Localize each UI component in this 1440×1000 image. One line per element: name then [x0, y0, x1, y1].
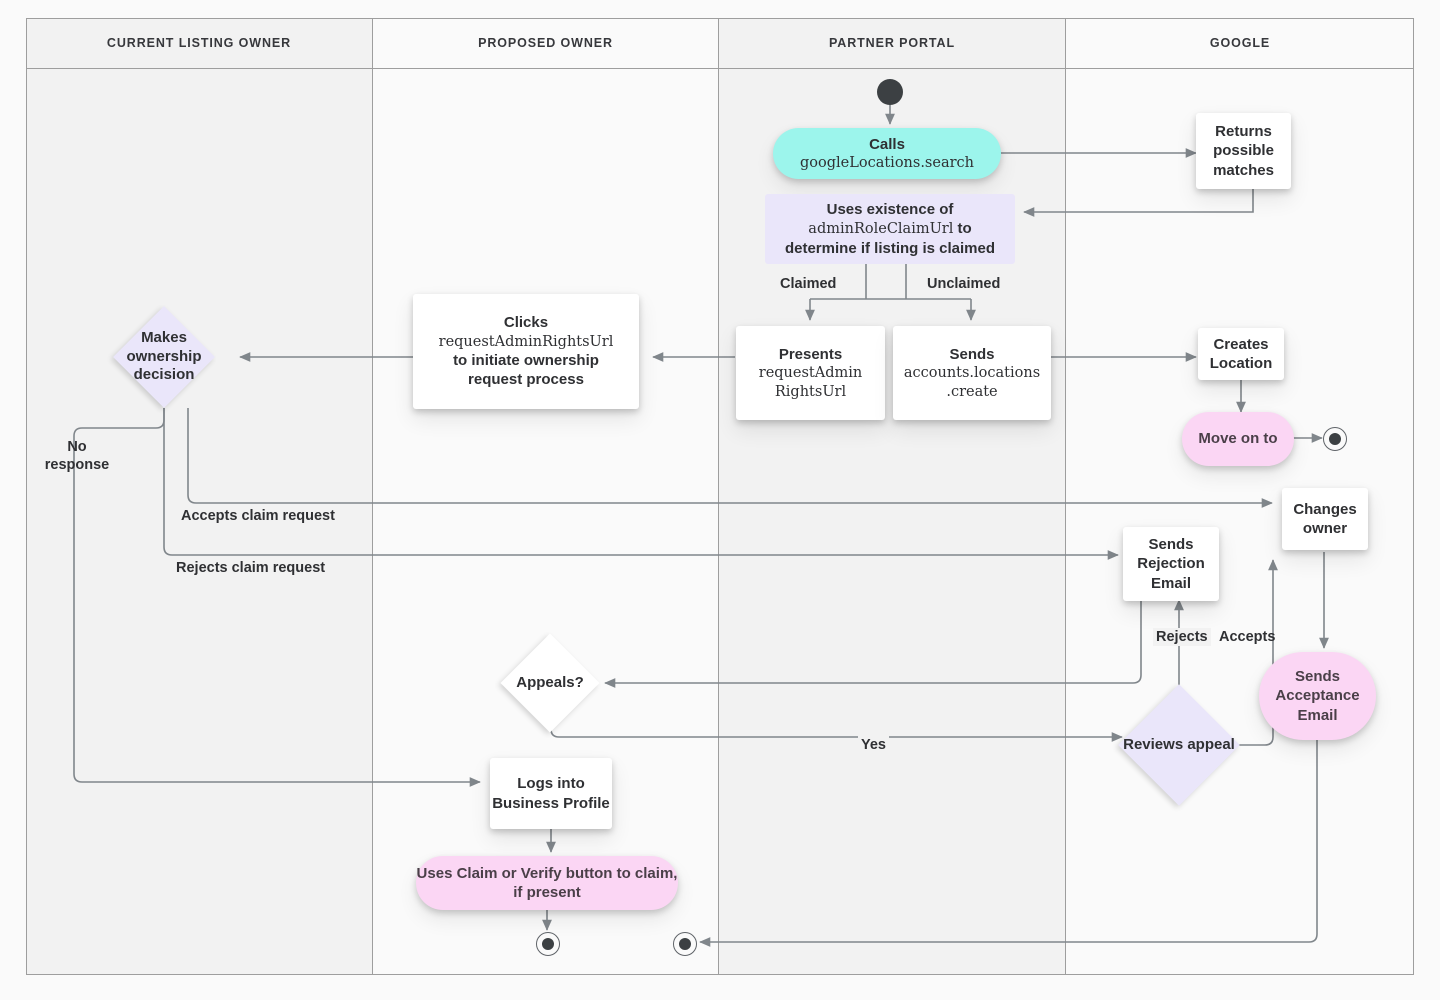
node-move-on-to[interactable]: Move on to [1182, 412, 1294, 466]
edge-rejects-claim-to-rejection-email [163, 408, 1119, 560]
node-line-1: Clicks [503, 314, 549, 332]
lane-title: CURRENT LISTING OWNER [106, 36, 292, 50]
node-line-2: requestAdmin [758, 365, 863, 382]
lane-header-google: GOOGLE [1066, 18, 1414, 68]
node-line-3: RightsUrl [774, 383, 847, 400]
end-terminator-google [1323, 427, 1347, 451]
edge-no-response-to-logs-into [73, 408, 481, 787]
node-calls-googlelocations-search[interactable]: Calls googleLocations.search [773, 128, 1001, 179]
lane-title: PARTNER PORTAL [828, 36, 956, 50]
edge-appeals-yes-to-reviews [550, 718, 1123, 742]
node-makes-ownership-decision[interactable]: Makes ownership decision [113, 306, 215, 408]
node-line-1: Presents [778, 345, 843, 363]
edge-label-accepts-claim-request: Accepts claim request [181, 508, 335, 524]
node-text: Makes ownership decision [126, 328, 202, 384]
node-line-4: request process [468, 371, 584, 389]
node-line-2: requestAdminRightsUrl [438, 333, 614, 350]
node-reviews-appeal[interactable]: Reviews appeal [1118, 684, 1240, 806]
node-logs-into-business-profile[interactable]: Logs into Business Profile [490, 758, 612, 829]
edge-rejection-email-to-appeals [604, 601, 1142, 688]
node-line-1: Uses existence of [826, 201, 954, 219]
lane-header-partner-portal: PARTNER PORTAL [719, 18, 1066, 68]
edge-label-no-response: No response [44, 439, 110, 474]
node-line-2: accounts.locations [903, 365, 1041, 382]
node-text: Appeals? [516, 673, 584, 691]
node-text: Uses Claim or Verify button to claim, if… [416, 864, 678, 901]
node-presents-requestadminrightsurl[interactable]: Presents requestAdmin RightsUrl [736, 326, 885, 420]
node-uses-claim-or-verify-button[interactable]: Uses Claim or Verify button to claim, if… [416, 856, 678, 910]
edge-reviews-accepts-to-changes-owner [1225, 559, 1278, 746]
node-text: Sends Acceptance Email [1275, 668, 1360, 724]
node-returns-possible-matches[interactable]: Returns possible matches [1196, 113, 1291, 189]
end-terminator-proposed-owner [536, 932, 560, 956]
lane-title: PROPOSED OWNER [478, 36, 613, 50]
node-changes-owner[interactable]: Changes owner [1282, 488, 1368, 550]
node-text: Sends Rejection Email [1137, 536, 1205, 592]
lane-header-proposed-owner: PROPOSED OWNER [373, 18, 719, 68]
edge-label-unclaimed: Unclaimed [927, 276, 1001, 292]
lane-header-divider [26, 68, 1414, 69]
node-clicks-requestadminrightsurl[interactable]: Clicks requestAdminRightsUrl to initiate… [413, 294, 639, 409]
start-terminator [877, 79, 903, 105]
node-sends-accounts-locations-create[interactable]: Sends accounts.locations .create [893, 326, 1051, 420]
node-text: Returns possible matches [1213, 123, 1274, 179]
edge-returns-to-uses [1023, 188, 1254, 217]
end-terminator-partner-portal [673, 932, 697, 956]
node-appeals-decision[interactable]: Appeals? [500, 633, 600, 733]
node-text: Reviews appeal [1123, 735, 1235, 753]
node-line-3: determine if listing is claimed [784, 239, 996, 257]
node-text: Move on to [1198, 430, 1278, 448]
node-uses-existence-adminroleclaimurl[interactable]: Uses existence of adminRoleClaimUrl to d… [765, 194, 1015, 264]
node-text: Creates Location [1209, 335, 1273, 372]
lane-title: GOOGLE [1209, 36, 1271, 50]
node-line-2-suffix: to [953, 220, 972, 238]
swimlane-frame [26, 18, 1414, 975]
node-line-1: Calls [869, 135, 905, 153]
edge-label-claimed: Claimed [780, 276, 837, 292]
node-text: Changes owner [1293, 500, 1357, 537]
edge-accepts-claim-to-changes-owner [187, 408, 1273, 508]
lane-body-current-listing-owner [26, 68, 373, 975]
node-line-1: Sends [949, 345, 995, 363]
edge-label-rejects-claim-request: Rejects claim request [176, 560, 326, 576]
lane-header-current-listing-owner: CURRENT LISTING OWNER [26, 18, 373, 68]
node-sends-rejection-email[interactable]: Sends Rejection Email [1123, 527, 1219, 601]
edge-label-yes: Yes [858, 736, 889, 755]
node-sends-acceptance-email[interactable]: Sends Acceptance Email [1259, 652, 1376, 740]
node-line-2: adminRoleClaimUrl [808, 221, 954, 238]
node-line-3: .create [946, 383, 998, 400]
node-creates-location[interactable]: Creates Location [1198, 328, 1284, 380]
node-text: Logs into Business Profile [492, 775, 610, 812]
node-line-3: to initiate ownership [453, 352, 599, 370]
node-line-2: googleLocations.search [799, 154, 974, 171]
edge-label-accepts: Accepts [1219, 629, 1276, 645]
edge-acceptance-email-to-end-partner [699, 738, 1318, 947]
edge-label-rejects: Rejects [1153, 628, 1211, 647]
